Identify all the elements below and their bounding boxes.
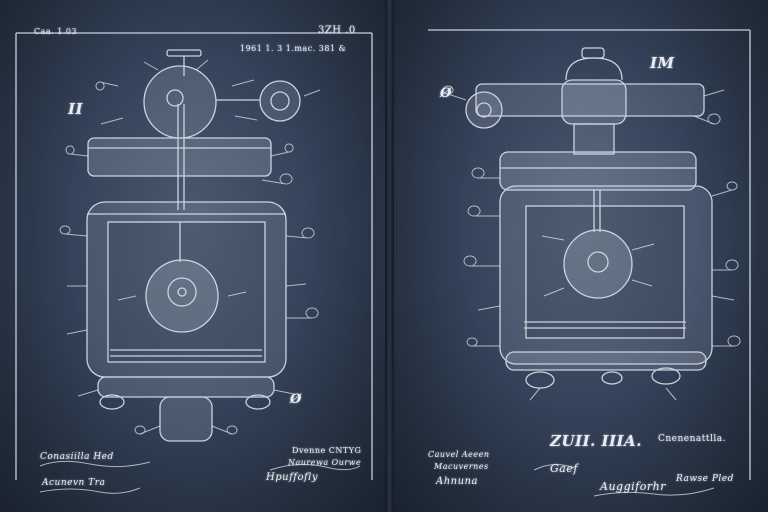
header-right-text: 3ZH .0: [318, 25, 356, 36]
witness-signature-3: Hpuffofly: [266, 472, 319, 483]
witness-signature-2: Rawse Pled: [676, 474, 734, 484]
inventor-signature-1: Cauvel Aeeen: [428, 450, 490, 459]
figure-label-bottom: ZUII. IIIA.: [550, 432, 642, 450]
inventor-signature-2: Acunevn Tra: [42, 478, 106, 488]
left-patent-sheet: Caa. 1.03 3ZH .0 1961 1. 3 1.mac. 381 & …: [0, 0, 385, 512]
middle-signature: Gaef: [550, 462, 578, 475]
reference-label: Ø: [290, 392, 302, 407]
inventor-signature-3: Ahnuna: [436, 476, 478, 487]
witness-signature-3: Auggiforhr: [600, 480, 666, 493]
header-left-text: Caa. 1.03: [34, 27, 78, 36]
inventor-signature-2: Macuvernes: [434, 462, 489, 471]
right-machine-drawing: [428, 29, 751, 497]
witness-signature-2: Naurewa Ourwe: [288, 458, 362, 467]
reference-label: Ø: [440, 86, 452, 101]
witness-signature-1: Dvenne CNTYG: [292, 446, 362, 455]
sheet-divider: [385, 0, 394, 512]
figure-label: II: [68, 100, 84, 118]
witness-signature-1: Cnenenattlla.: [658, 434, 727, 444]
figure-label-top: IM: [650, 54, 675, 72]
right-patent-sheet: IM Ø ZUII. IIIA. Cauvel Aeeen Macuvernes…: [394, 0, 768, 512]
inventor-signature-1: Conasiilla Hed: [40, 452, 114, 462]
left-machine-drawing: [15, 32, 373, 494]
patent-number-line: 1961 1. 3 1.mac. 381 &: [240, 44, 347, 53]
